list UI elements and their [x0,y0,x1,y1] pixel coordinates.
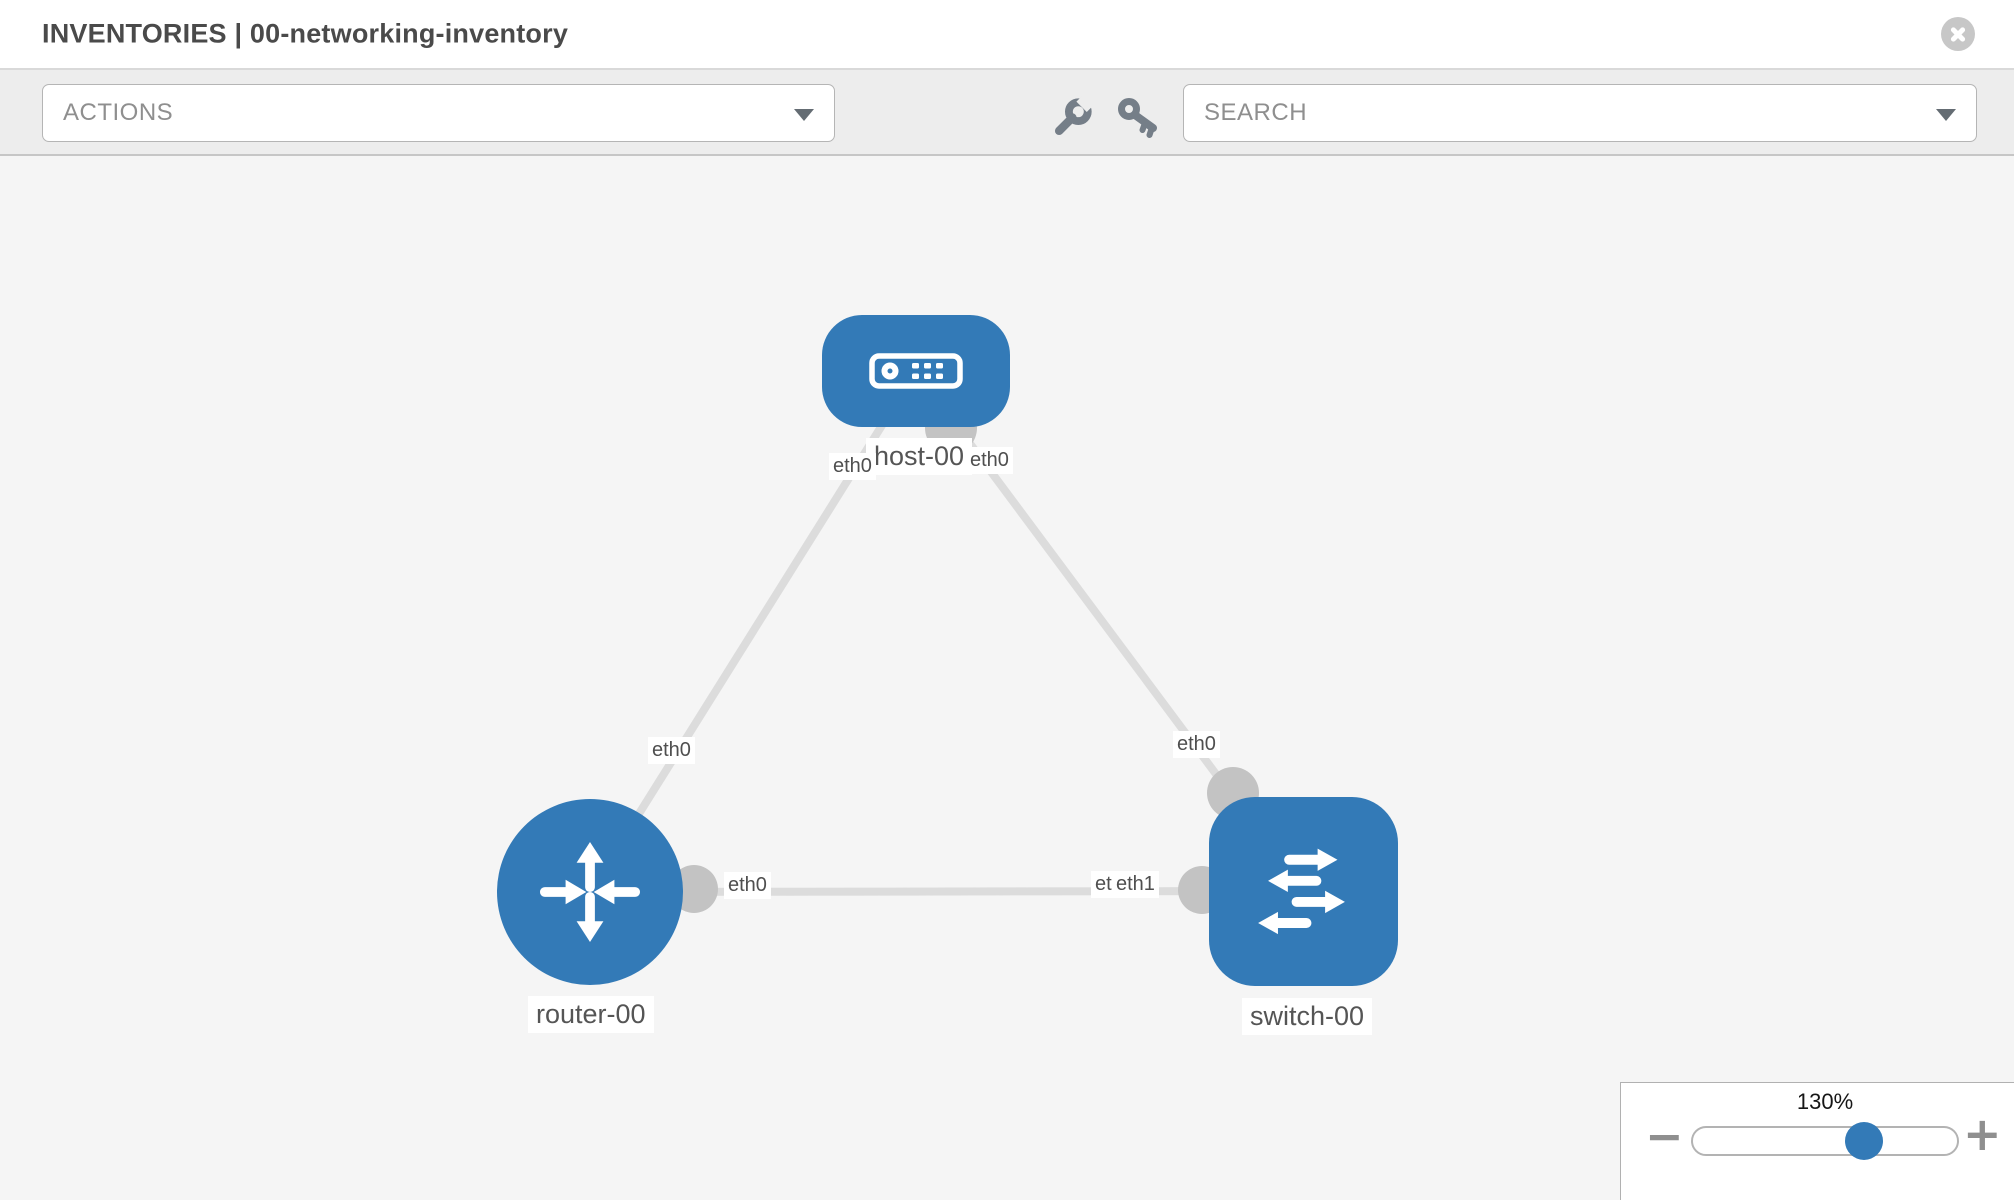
zoom-value: 130% [1796,1089,1854,1114]
interface-label-host-left: eth0 [829,453,876,480]
page-title: INVENTORIES | 00-networking-inventory [42,18,569,49]
topology-canvas[interactable]: host-00 router-00 switch-00 eth0 eth0 et… [0,156,2014,1200]
close-icon[interactable] [1941,17,1975,51]
configure-button[interactable] [1048,93,1095,142]
interface-label-switch-top: eth0 [1173,731,1220,758]
window-header: INVENTORIES | 00-networking-inventory [0,0,2014,70]
node-label-host: host-00 [866,438,973,475]
key-icon [1118,98,1157,138]
search-dropdown-label: SEARCH [1204,99,1308,126]
node-switch-00[interactable] [1209,797,1398,986]
zoom-slider-handle[interactable] [1845,1122,1883,1160]
minus-icon: − [1645,1109,1684,1163]
host-icon [869,353,963,389]
links-layer [586,368,1307,914]
actions-dropdown[interactable]: ACTIONS [42,84,835,142]
wrench-icon [1054,93,1095,136]
node-router-00[interactable] [497,799,683,985]
zoom-out-button[interactable]: − [1645,1113,1684,1159]
interface-label-router-right: eth0 [724,872,771,899]
zoom-in-button[interactable]: + [1963,1111,2002,1157]
zoom-slider-track[interactable] [1691,1126,1959,1156]
caret-down-icon [1936,109,1956,121]
plus-icon: + [1963,1107,2002,1161]
zoom-panel: 130% − + [1620,1082,2014,1200]
interface-label-host-right: eth0 [966,447,1013,474]
switch-icon [1257,848,1345,934]
router-icon [539,841,641,943]
caret-down-icon [794,109,814,121]
node-label-router: router-00 [528,996,654,1033]
toolbar: ACTIONS SEARCH [0,70,2014,156]
key-button[interactable] [1116,96,1162,142]
search-dropdown[interactable]: SEARCH [1183,84,1977,142]
interface-label-router-top: eth0 [648,737,695,764]
actions-dropdown-label: ACTIONS [63,99,174,126]
node-label-switch: switch-00 [1242,998,1373,1035]
node-host-00[interactable] [822,315,1010,427]
interface-label-switch-left-eth1: eth1 [1112,871,1159,898]
